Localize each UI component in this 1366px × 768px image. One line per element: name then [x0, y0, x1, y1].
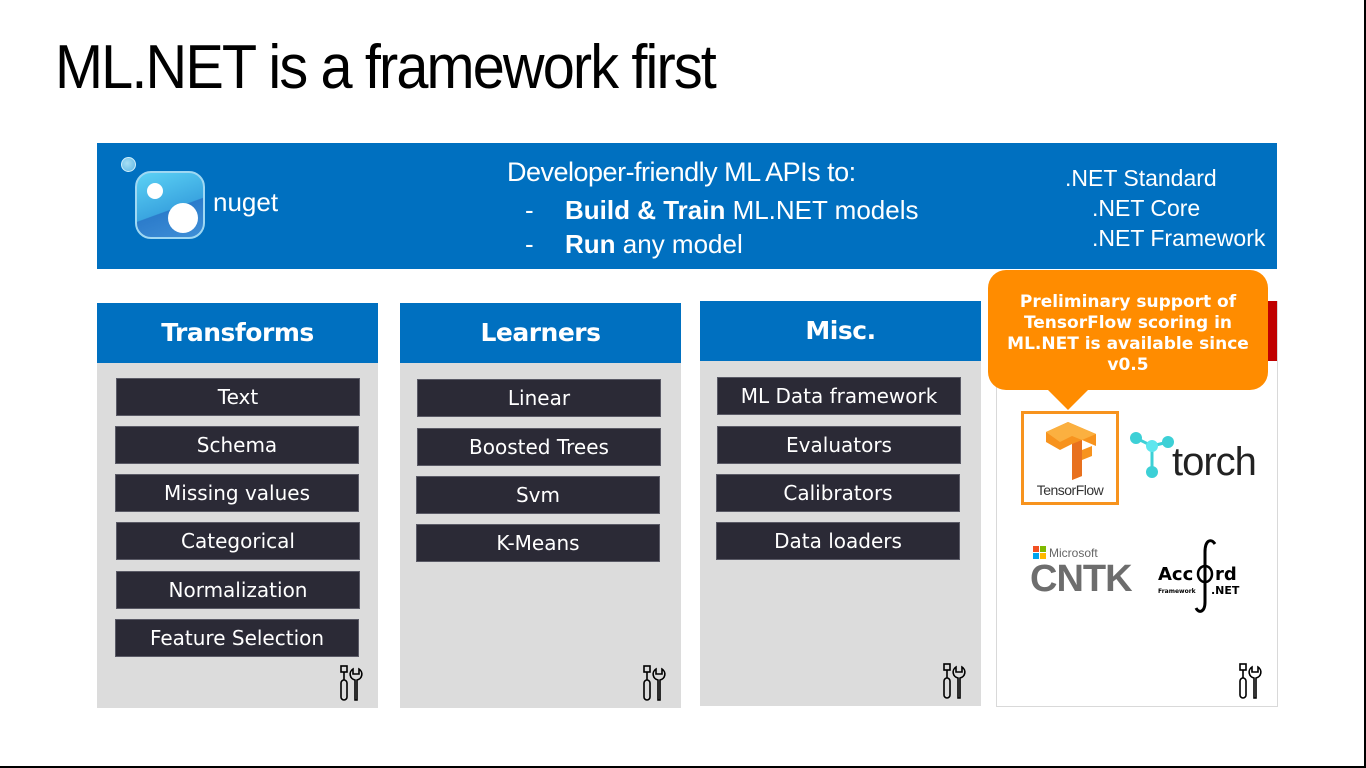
bullet-text: ML.NET models	[725, 195, 919, 225]
list-item: Boosted Trees	[417, 428, 661, 466]
tools-icon	[943, 663, 966, 699]
list-item: Normalization	[116, 571, 360, 609]
platform-net-framework: .NET Framework	[1092, 225, 1266, 251]
api-bullet: - Build & Train ML.NET models	[525, 195, 918, 226]
list-item: Data loaders	[716, 522, 960, 560]
list-item: Missing values	[115, 474, 359, 512]
panel-misc: Misc. ML Data framework Evaluators Calib…	[700, 301, 981, 706]
tensorflow-icon	[1046, 422, 1096, 480]
list-item: ML Data framework	[717, 377, 961, 415]
tools-icon	[643, 665, 666, 701]
list-item: Svm	[416, 476, 660, 514]
list-item: Evaluators	[717, 426, 961, 464]
microsoft-icon	[1033, 546, 1046, 559]
panel-title: Learners	[400, 303, 681, 363]
nuget-logo-dot	[147, 183, 163, 199]
bullet-text: any model	[615, 229, 743, 259]
accord-text: rd	[1215, 564, 1237, 585]
bullet-bold: Run	[565, 229, 616, 259]
list-item: Text	[116, 378, 360, 416]
panel-title: Misc.	[700, 301, 981, 361]
accord-net: .NET	[1211, 584, 1240, 597]
panel-title: Transforms	[97, 303, 378, 363]
cntk-label: CNTK	[1030, 558, 1133, 600]
tools-icon	[1239, 663, 1262, 699]
tools-icon	[340, 665, 363, 701]
api-banner: nuget Developer-friendly ML APIs to: - Bu…	[97, 143, 1277, 269]
window-border-right	[1364, 0, 1366, 768]
platform-net-core: .NET Core	[1092, 195, 1201, 221]
api-bullet: - Run any model	[525, 229, 743, 260]
nuget-label: nuget	[213, 187, 279, 217]
panel-transforms: Transforms Text Schema Missing values Ca…	[97, 303, 378, 708]
list-item: Categorical	[116, 522, 360, 560]
bullet-dash: -	[525, 195, 534, 225]
bullet-dash: -	[525, 229, 534, 259]
list-item: Feature Selection	[115, 619, 359, 657]
window-border-bottom	[0, 766, 1366, 768]
api-heading: Developer-friendly ML APIs to:	[507, 157, 856, 187]
slide-title: ML.NET is a framework first	[55, 33, 717, 102]
microsoft-label: Microsoft	[1049, 546, 1098, 560]
tensorflow-label: TensorFlow	[1036, 482, 1104, 498]
nuget-logo-dot	[168, 203, 198, 233]
accord-sub: Framework	[1158, 588, 1196, 595]
list-item: Schema	[115, 426, 359, 464]
list-item: K-Means	[416, 524, 660, 562]
integral-icon	[1194, 539, 1217, 613]
nuget-logo-icon	[135, 171, 205, 239]
bullet-bold: Build & Train	[565, 195, 726, 225]
list-item: Calibrators	[716, 474, 960, 512]
torch-icon	[1130, 432, 1174, 478]
torch-label: torch	[1172, 440, 1257, 484]
accord-text: Acc	[1158, 564, 1194, 585]
callout-pointer	[1046, 388, 1090, 410]
platform-net-standard: .NET Standard	[1065, 165, 1217, 191]
panel-learners: Learners Linear Boosted Trees Svm K-Mean…	[400, 303, 681, 708]
tensorflow-logo: TensorFlow	[1021, 411, 1119, 505]
tensorflow-callout: Preliminary support of TensorFlow scorin…	[988, 270, 1268, 390]
list-item: Linear	[417, 379, 661, 417]
accord-net-logo: Acc rd Framework .NET	[1155, 538, 1245, 618]
nuget-logo-small-dot	[121, 157, 136, 172]
